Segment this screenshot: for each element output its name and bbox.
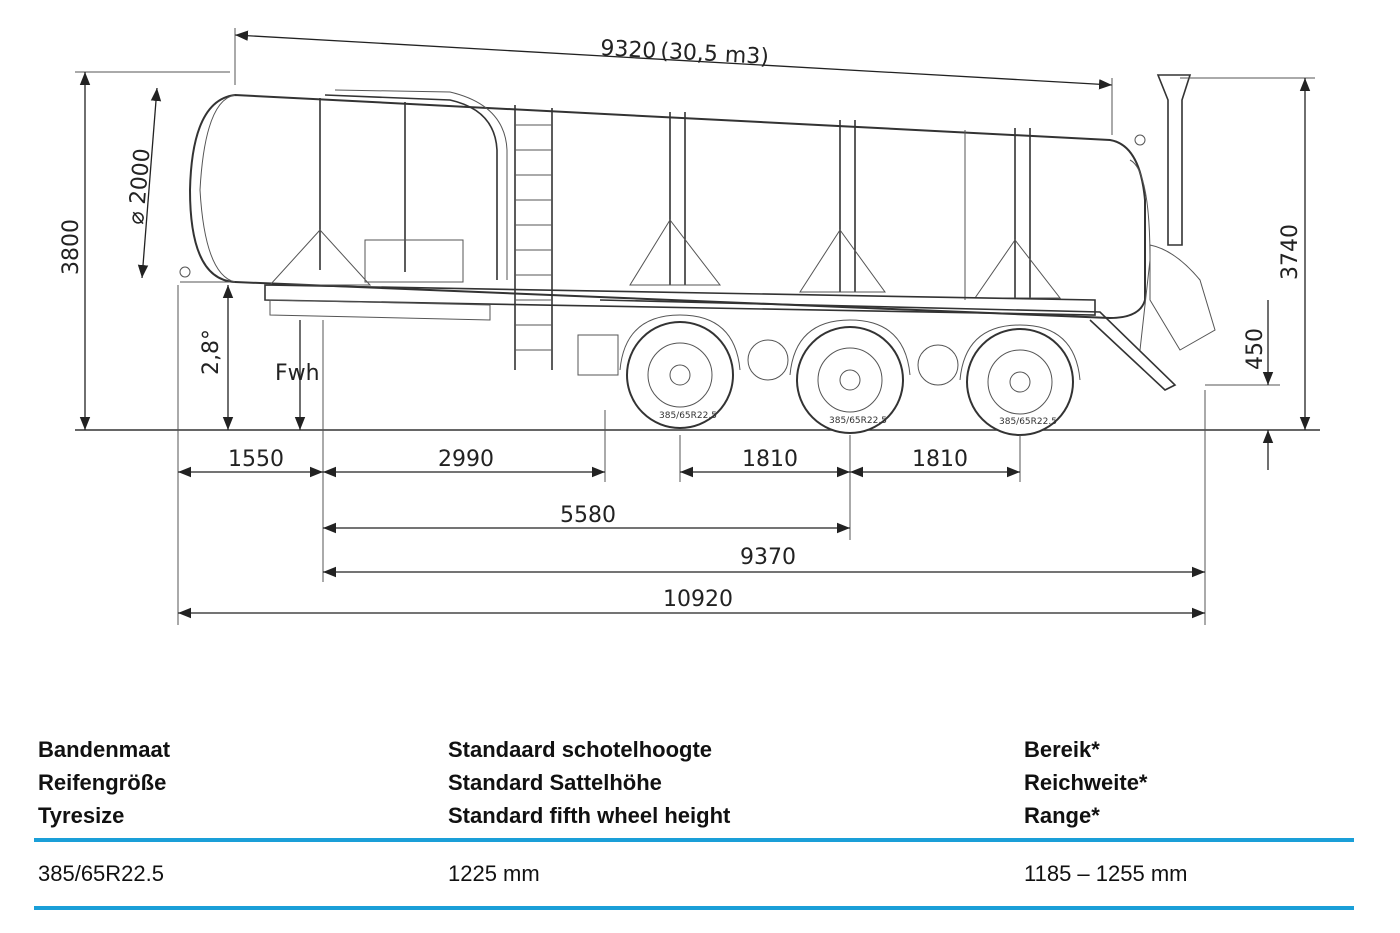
header-label: Range*: [1024, 803, 1100, 828]
spec-table: Bandenmaat Reifengröße Tyresize Standaar…: [34, 733, 1354, 910]
header-label: Reichweite*: [1024, 770, 1148, 795]
footer-divider: [34, 906, 1354, 910]
dim-tank-length: 9320: [600, 36, 657, 64]
dim-tank-length-line: [234, 30, 1113, 90]
chassis: [264, 284, 1177, 391]
ladder: [514, 105, 553, 370]
dim-tank-diameter: ⌀ 2000: [124, 147, 156, 225]
header-fifth-wheel-height: Standaard schotelhoogte Standard Sattelh…: [448, 733, 1024, 832]
dim-tank-volume: (30,5 m3): [660, 39, 770, 70]
spec-table-header: Bandenmaat Reifengröße Tyresize Standaar…: [34, 733, 1354, 832]
header-divider: [34, 838, 1354, 842]
dim-5580: 5580: [560, 503, 616, 528]
dim-2990: 2990: [438, 447, 494, 472]
dim-height-total: 3800: [59, 219, 84, 275]
dim-1810-b: 1810: [912, 447, 968, 472]
header-label: Standaard schotelhoogte: [448, 737, 713, 762]
tyre-label-2: 385/65R22.5: [829, 416, 887, 426]
header-label: Reifengröße: [38, 770, 167, 795]
header-label: Bandenmaat: [38, 737, 171, 762]
header-range: Bereik* Reichweite* Range*: [1024, 733, 1344, 832]
dim-diameter-line: [137, 87, 162, 279]
header-label: Standard fifth wheel height: [448, 803, 731, 828]
value-tyresize: 385/65R22.5: [38, 861, 164, 886]
dim-9370: 9370: [740, 545, 796, 570]
tank: [188, 89, 1146, 320]
wheel-1: [626, 321, 734, 429]
value-fifth-wheel-height: 1225 mm: [448, 861, 540, 886]
header-label: Tyresize: [38, 803, 125, 828]
tyre-label-3: 385/65R22.5: [999, 417, 1057, 427]
front-coupling: [179, 266, 230, 283]
dim-1550: 1550: [228, 447, 284, 472]
rear-assembly: [1129, 74, 1216, 351]
technical-drawing: 385/65R22.5 385/65R22.5 385/65R22.5 9320…: [59, 28, 1320, 625]
header-label: Standard Sattelhöhe: [448, 770, 662, 795]
dim-height-rear: 3740: [1278, 224, 1303, 280]
wheel-2: [796, 326, 904, 434]
dim-1810-a: 1810: [742, 447, 798, 472]
dim-rear-height: 450: [1243, 328, 1268, 370]
header-label: Bereik*: [1024, 737, 1100, 762]
dim-angle: 2,8°: [199, 329, 224, 375]
tyre-label-1: 385/65R22.5: [659, 411, 717, 421]
dim-fwh: Fwh: [275, 361, 320, 386]
spec-table-row: 385/65R22.5 1225 mm 1185 – 1255 mm: [34, 842, 1354, 906]
value-range: 1185 – 1255 mm: [1024, 861, 1188, 886]
dim-10920: 10920: [663, 587, 733, 612]
header-tyresize: Bandenmaat Reifengröße Tyresize: [34, 733, 448, 832]
